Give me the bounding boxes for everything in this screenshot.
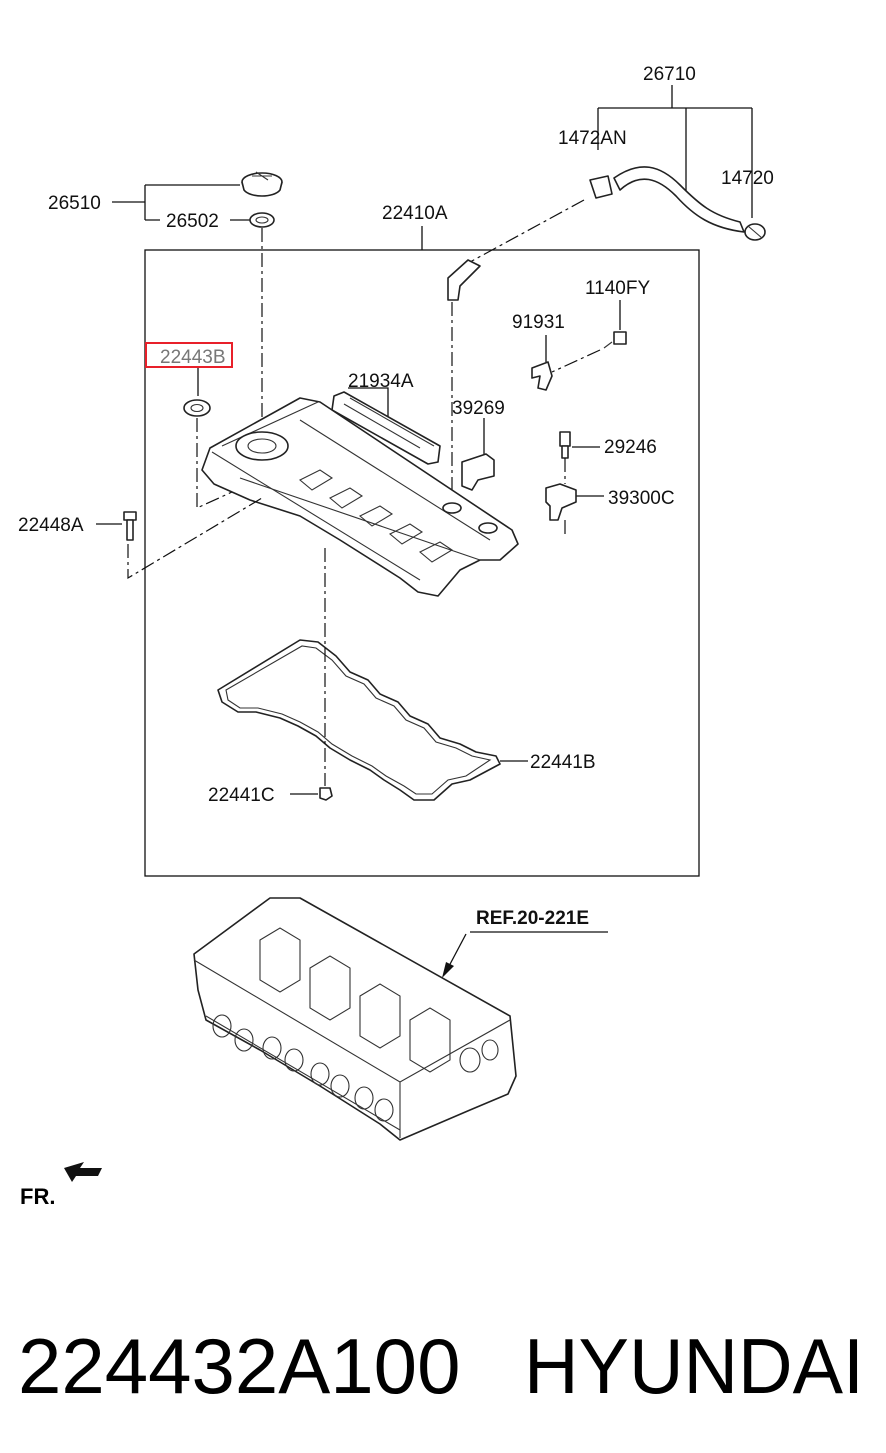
label-91931: 91931 (512, 312, 565, 333)
seal-22443b (183, 368, 233, 509)
label-26710: 26710 (643, 64, 696, 85)
label-22441c: 22441C (208, 785, 275, 806)
caption-part-number: 224432A100 (18, 1322, 460, 1410)
cylinder-head-cover (201, 397, 519, 597)
cylinder-head (193, 897, 608, 1141)
label-fr: FR. (20, 1184, 55, 1209)
sensor-group (545, 431, 604, 536)
highlight-box (145, 342, 233, 368)
label-22448a: 22448A (18, 515, 84, 536)
label-39300c: 39300C (608, 488, 675, 509)
caption-brand: HYUNDAI (524, 1322, 864, 1410)
bracket-group (531, 300, 627, 391)
bracket-39269 (461, 418, 495, 491)
gasket (217, 548, 528, 801)
oil-filler-cap-group (112, 171, 283, 440)
label-21934a: 21934A (348, 371, 414, 392)
label-26510: 26510 (48, 193, 101, 214)
pcv-pipe (447, 199, 585, 505)
front-arrow-icon (64, 1162, 102, 1182)
label-ref: REF.20-221E (476, 908, 589, 929)
breather-hose-group (589, 85, 766, 241)
label-1140fy: 1140FY (585, 278, 650, 299)
grommet-22441c (290, 787, 333, 801)
bolt-22448a (96, 497, 263, 580)
label-22410a: 22410A (382, 203, 448, 224)
label-14720: 14720 (721, 168, 774, 189)
label-22441b: 22441B (530, 752, 596, 773)
label-26502: 26502 (166, 211, 219, 232)
label-39269: 39269 (452, 398, 505, 419)
label-22443b: 22443B (160, 347, 226, 368)
label-1472an: 1472AN (558, 128, 627, 149)
label-29246: 29246 (604, 437, 657, 458)
